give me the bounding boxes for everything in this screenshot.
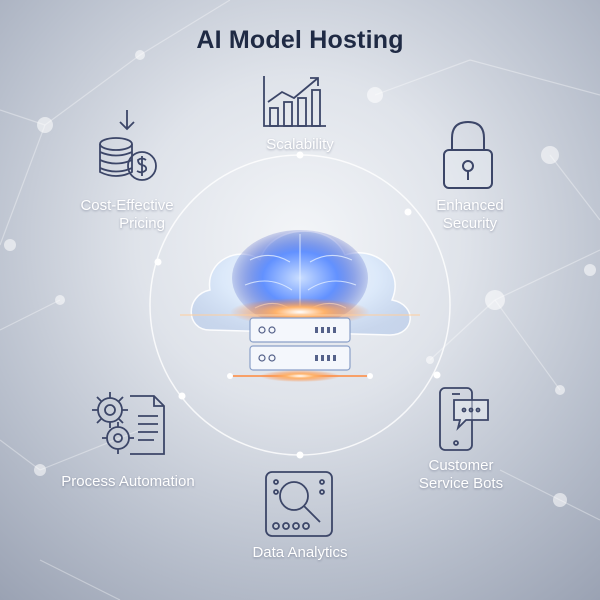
page-title: AI Model Hosting xyxy=(196,26,404,54)
security-label-line2: Security xyxy=(442,215,498,232)
automation-label: Process Automation xyxy=(61,473,195,490)
security-label: Enhanced Security xyxy=(420,197,520,233)
gears-document-icon xyxy=(92,392,165,455)
analytics-label: Data Analytics xyxy=(252,544,348,561)
security-label-line1: Enhanced xyxy=(436,197,504,214)
rising-bar-chart-icon xyxy=(263,76,326,127)
padlock-icon xyxy=(443,120,493,189)
bots-label-line2: Service Bots xyxy=(418,475,504,492)
coin-stack-icon xyxy=(99,110,157,181)
bots-label-line1: Customer xyxy=(428,457,494,474)
cloud-brain-server-icon xyxy=(180,230,420,382)
cost-label-line2: Pricing xyxy=(119,215,165,232)
bots-label: Customer Service Bots xyxy=(406,457,516,493)
smartphone-chat-icon xyxy=(439,387,489,451)
cost-label-line1: Cost-Effective xyxy=(80,197,174,214)
magnifier-grid-icon xyxy=(265,471,333,537)
cost-pricing-label: Cost-Effective Pricing xyxy=(60,197,194,233)
scalability-label: Scalability xyxy=(266,136,334,153)
